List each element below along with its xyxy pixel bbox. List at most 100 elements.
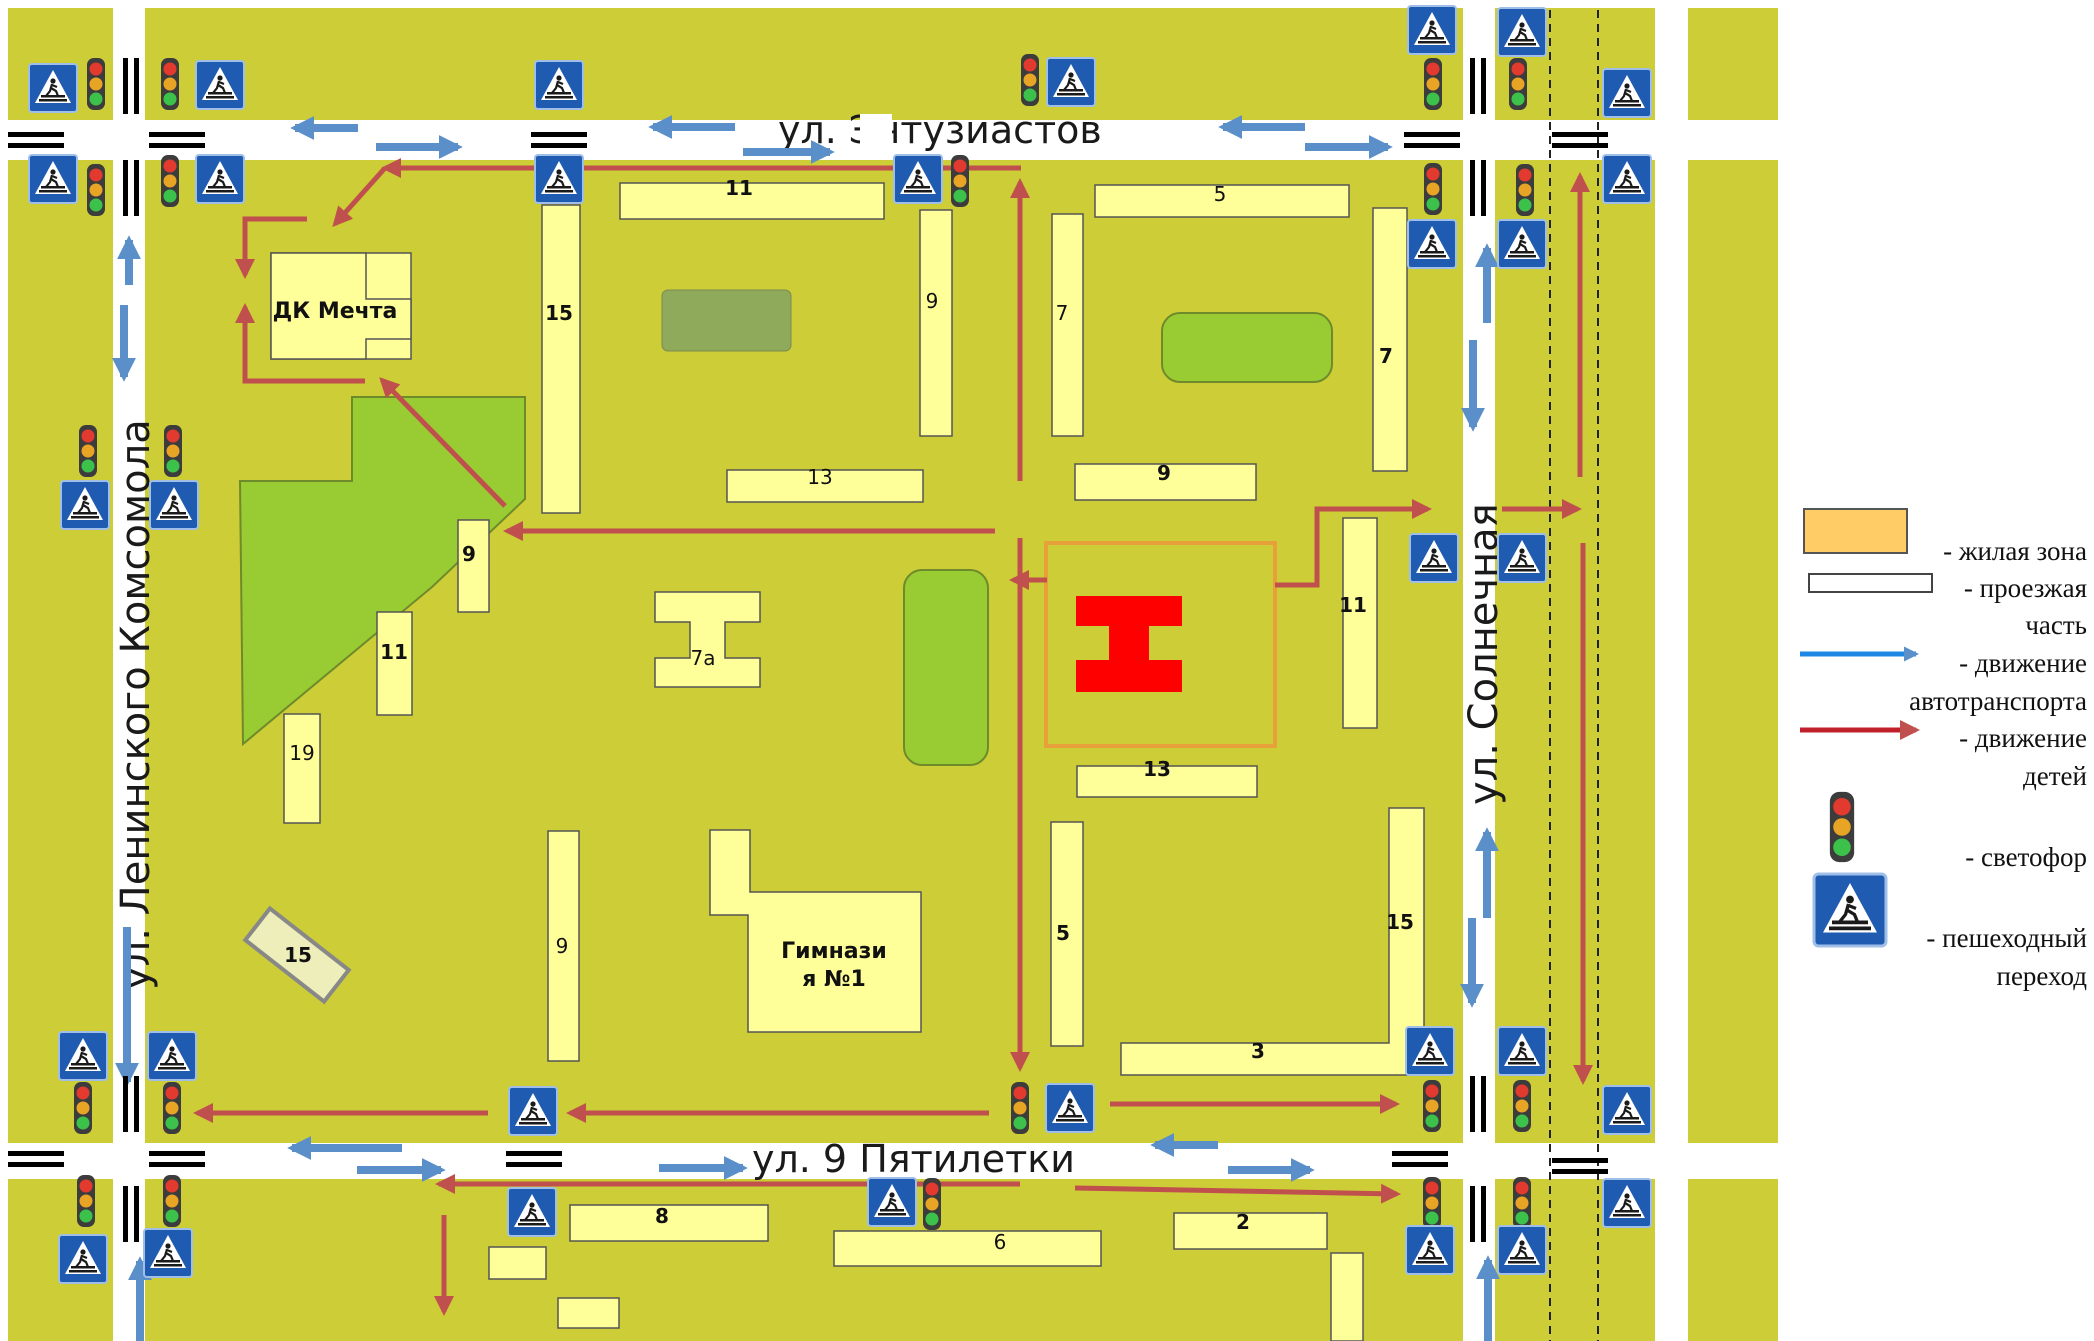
- traffic-light-icon: [161, 155, 179, 207]
- traffic-light-icon: [1516, 164, 1534, 216]
- traffic-light-icon: [1509, 58, 1527, 110]
- building-number: 11: [725, 176, 753, 200]
- building-gymnasium: [709, 829, 922, 1033]
- building-number: 15: [545, 301, 573, 325]
- building-9-low: [547, 830, 580, 1062]
- building-number: 11: [380, 640, 408, 664]
- building-number: 13: [1143, 757, 1171, 781]
- building-5-top: [1094, 184, 1350, 218]
- dk-mechta-label: ДК Мечта: [273, 299, 398, 324]
- traffic-light-icon: [1513, 1080, 1531, 1132]
- building-9-mid: [919, 209, 953, 437]
- traffic-light-icon: [923, 1178, 941, 1230]
- building-11-right: [1342, 517, 1378, 729]
- traffic-light-icon: [1424, 163, 1442, 215]
- road-solnechnaya: [1463, 0, 1495, 1341]
- building-15-rotated: [242, 905, 352, 1005]
- traffic-light-icon: [1423, 1080, 1441, 1132]
- legend-roadway-swatch: [1808, 573, 1933, 593]
- map-ground-right-strip: [1688, 8, 1778, 1341]
- traffic-light-icon: [1423, 1177, 1441, 1229]
- traffic-light-icon: [1021, 54, 1039, 106]
- building-5-low: [1050, 821, 1084, 1047]
- pedestrian-crossing-icon: [1408, 532, 1460, 584]
- pedestrian-crossing-icon: [146, 1030, 198, 1082]
- school-h-mark: [1076, 596, 1182, 692]
- legend-residential-label: - жилая зона: [1943, 536, 2087, 566]
- building-number: 13: [807, 465, 832, 489]
- building-6: [833, 1230, 1102, 1267]
- traffic-light-icon: [87, 164, 105, 216]
- pedestrian-crossing-icon: [57, 1030, 109, 1082]
- building-13-low: [1076, 765, 1258, 798]
- legend-traffic-label-1: - движение: [1959, 648, 2087, 678]
- pedestrian-crossing-icon: [1044, 1082, 1096, 1134]
- pedestrian-crossing-icon: [194, 153, 246, 205]
- pedestrian-crossing-icon: [1496, 1224, 1548, 1276]
- building-bottom-right: [1330, 1252, 1364, 1341]
- building-small-a: [488, 1246, 547, 1280]
- pedestrian-crossing-icon: [148, 479, 200, 531]
- building-number: 7а: [691, 646, 716, 670]
- traffic-light-icon: [164, 425, 182, 477]
- traffic-light-icon: [1424, 58, 1442, 110]
- building-15-right-3: [1120, 807, 1425, 1076]
- traffic-light-icon: [77, 1175, 95, 1227]
- legend-roadway-label-2: часть: [2025, 610, 2087, 640]
- traffic-light-icon: [74, 1082, 92, 1134]
- legend-traffic-label-2: автотранспорта: [1909, 686, 2087, 716]
- traffic-light-icon: [1513, 1177, 1531, 1229]
- building-number: 5: [1056, 921, 1070, 945]
- building-7-right: [1372, 207, 1408, 472]
- park: [238, 396, 526, 747]
- gymnasium-label-line1: Гимнази: [781, 939, 887, 964]
- road-right-gap: [1655, 0, 1688, 1341]
- legend-roadway-label-1: - проезжая: [1964, 573, 2087, 603]
- building-13-mid: [726, 469, 924, 503]
- building-number: 2: [1236, 1210, 1250, 1234]
- traffic-light-icon: [951, 155, 969, 207]
- building-numbers: 11 15 9 7 5 7 13 9 9 11 19 7а 11 13 9 5 …: [284, 176, 1414, 1254]
- gymnasium-label-line2: я №1: [802, 967, 866, 992]
- building-number: 6: [994, 1230, 1007, 1254]
- legend-pedestrian-crossing-icon: [1812, 872, 1888, 948]
- legend-traffic-light-icon: [1829, 791, 1855, 863]
- building-number: 11: [1339, 593, 1367, 617]
- pedestrian-crossing-icon: [533, 59, 585, 111]
- pedestrian-crossing-icon: [27, 153, 79, 205]
- pedestrian-crossing-icon: [1601, 153, 1653, 205]
- building-2: [1173, 1212, 1328, 1250]
- building-8: [569, 1204, 769, 1242]
- pedestrian-crossing-icon: [533, 153, 585, 205]
- building-number: 15: [284, 943, 312, 967]
- pedestrian-crossing-icon: [1496, 1025, 1548, 1077]
- building-7-mid: [1051, 213, 1084, 437]
- building-number: 7: [1379, 344, 1393, 368]
- building-11-small: [376, 611, 413, 716]
- building-number: 9: [462, 542, 476, 566]
- pedestrian-crossing-icon: [1496, 532, 1548, 584]
- park-field-3: [903, 569, 989, 766]
- traffic-arrows: [112, 115, 1500, 1341]
- park-field-1: [661, 289, 792, 352]
- building-dk-notch: [270, 252, 412, 360]
- traffic-light-icon: [163, 1175, 181, 1227]
- legend-crossing-label-1: - пешеходный: [1926, 923, 2087, 953]
- building-15-left: [541, 204, 581, 514]
- pedestrian-crossing-icon: [57, 1233, 109, 1285]
- building-11-top: [619, 182, 885, 220]
- pedestrian-crossing-icon: [1601, 1177, 1653, 1229]
- building-7a: [654, 591, 761, 688]
- buildings: [270, 182, 1425, 1341]
- street-label-enthusiastov: ул. Энтузиастов: [778, 108, 1102, 152]
- building-9-right: [1074, 463, 1257, 501]
- pedestrian-crossing-icon: [1496, 218, 1548, 270]
- building-number: 7: [1056, 301, 1069, 325]
- building-19: [283, 713, 321, 824]
- traffic-light-icon: [163, 1082, 181, 1134]
- residential-zone: [1044, 541, 1277, 748]
- pedestrian-crossing-icon: [1404, 1025, 1456, 1077]
- pedestrian-crossing-icon: [1045, 56, 1097, 108]
- pedestrian-crossing-icon: [1404, 1224, 1456, 1276]
